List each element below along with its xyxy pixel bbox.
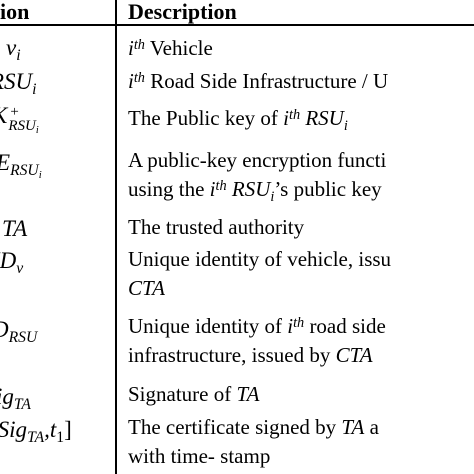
symbol-cell: ERSUi [0, 151, 42, 182]
description-cell: Unique identity of ith road side infrast… [128, 314, 386, 367]
symbol-cell: [SigTA,t1] [0, 417, 72, 446]
description-cell: The certificate signed by TA a with time… [128, 415, 379, 468]
header-rule [0, 24, 474, 26]
description-cell: ith Vehicle [128, 36, 213, 60]
symbol-cell: TA [2, 216, 28, 241]
table-column-divider [115, 0, 117, 474]
symbol-cell: IDv [0, 248, 24, 277]
symbol-cell: vi [6, 35, 21, 64]
description-cell: The Public key of ith RSUi [128, 106, 348, 134]
header-description-cell: Description [128, 0, 237, 24]
symbol-cell: DRSU [0, 318, 38, 346]
description-cell: The trusted authority [128, 215, 305, 239]
symbol-cell: igTA [0, 384, 31, 413]
description-cell: Unique identity of vehicle, issu CTA [128, 247, 392, 300]
description-cell: ith Road Side Infrastructure / U [128, 69, 389, 93]
description-cell: Signature of TA [128, 382, 260, 406]
header-symbol-cell: ion [0, 0, 30, 24]
symbol-cell: RSUi [0, 69, 37, 98]
symbol-cell: K+RSUi [0, 104, 39, 137]
description-cell: A public-key encryption functi using the… [128, 148, 387, 205]
